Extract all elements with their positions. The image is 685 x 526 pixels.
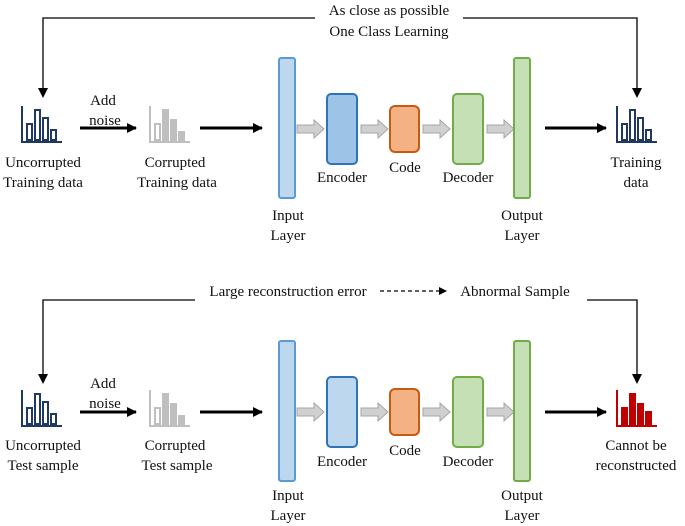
bottom-output-label-line2: reconstructed xyxy=(596,458,677,474)
bottom-noise-label-line2: noise xyxy=(89,396,121,412)
top-noise-label-line1: Add xyxy=(90,93,116,109)
bottom-input-label-line2: Test sample xyxy=(7,458,78,474)
top-block-arrow-1 xyxy=(296,118,325,140)
top-output-label-line2: data xyxy=(624,175,649,191)
cannot-be-reconstructed-icon xyxy=(616,390,657,427)
bottom-caption-right: Abnormal Sample xyxy=(460,284,570,300)
bottom-block-arrow-4 xyxy=(486,401,515,423)
corrupted-test-sample-icon xyxy=(149,390,190,427)
top-noise-label-line2: noise xyxy=(89,113,121,129)
bottom-output-layer-label-line2: Layer xyxy=(505,508,540,524)
bottom-caption-left: Large reconstruction error xyxy=(209,284,366,300)
bottom-decoder-label: Decoder xyxy=(443,454,494,470)
top-input-layer xyxy=(278,57,296,199)
bottom-input-layer-label-line1: Input xyxy=(272,488,304,504)
top-loop-arrowhead-right xyxy=(632,88,642,98)
top-encoder xyxy=(326,93,358,165)
top-block-arrow-2 xyxy=(360,118,389,140)
top-decoder-label: Decoder xyxy=(443,170,494,186)
bottom-output-label-line1: Cannot be xyxy=(605,438,667,454)
bottom-loop-arrowhead-right xyxy=(632,374,642,384)
top-block-arrow-3 xyxy=(422,118,451,140)
top-code xyxy=(389,105,420,153)
bottom-code xyxy=(389,388,420,436)
bottom-corrupted-label-line2: Test sample xyxy=(141,458,212,474)
top-panel: As close as possible One Class Learning … xyxy=(3,3,662,244)
top-output-layer-label-line2: Layer xyxy=(505,228,540,244)
top-block-arrow-4 xyxy=(486,118,515,140)
top-loop-arrowhead-left xyxy=(38,88,48,98)
top-input-layer-label-line1: Input xyxy=(272,208,304,224)
bottom-input-layer-label-line2: Layer xyxy=(271,508,306,524)
bottom-noise-label-line1: Add xyxy=(90,376,116,392)
bottom-output-layer xyxy=(513,340,531,482)
top-corrupted-label-line2: Training data xyxy=(137,175,217,191)
top-output-label-line1: Training xyxy=(610,155,662,171)
corrupted-training-data-icon xyxy=(149,106,190,143)
uncorrupted-test-sample-icon xyxy=(21,390,62,427)
top-caption-line1: As close as possible xyxy=(329,3,450,19)
bottom-encoder xyxy=(326,376,358,448)
bottom-corrupted-label-line1: Corrupted xyxy=(145,438,206,454)
uncorrupted-training-data-icon xyxy=(21,106,62,143)
bottom-feedback-loop xyxy=(42,299,638,380)
top-encoder-label: Encoder xyxy=(317,170,367,186)
bottom-input-layer xyxy=(278,340,296,482)
top-input-label-line1: Uncorrupted xyxy=(5,155,81,171)
training-data-output-icon xyxy=(616,106,657,143)
bottom-code-label: Code xyxy=(389,443,421,459)
bottom-encoder-label: Encoder xyxy=(317,454,367,470)
top-caption-line2: One Class Learning xyxy=(329,24,449,40)
top-code-label: Code xyxy=(389,160,421,176)
top-output-layer xyxy=(513,57,531,199)
bottom-output-layer-label-line1: Output xyxy=(501,488,544,504)
bottom-loop-arrowhead-left xyxy=(38,374,48,384)
bottom-block-arrow-3 xyxy=(422,401,451,423)
bottom-panel: Large reconstruction error Abnormal Samp… xyxy=(5,284,677,524)
top-corrupted-label-line1: Corrupted xyxy=(145,155,206,171)
bottom-block-arrow-1 xyxy=(296,401,325,423)
top-input-label-line2: Training data xyxy=(3,175,83,191)
top-decoder xyxy=(452,93,484,165)
bottom-decoder xyxy=(452,376,484,448)
top-input-layer-label-line2: Layer xyxy=(271,228,306,244)
top-output-layer-label-line1: Output xyxy=(501,208,544,224)
bottom-input-label-line1: Uncorrupted xyxy=(5,438,81,454)
bottom-block-arrow-2 xyxy=(360,401,389,423)
